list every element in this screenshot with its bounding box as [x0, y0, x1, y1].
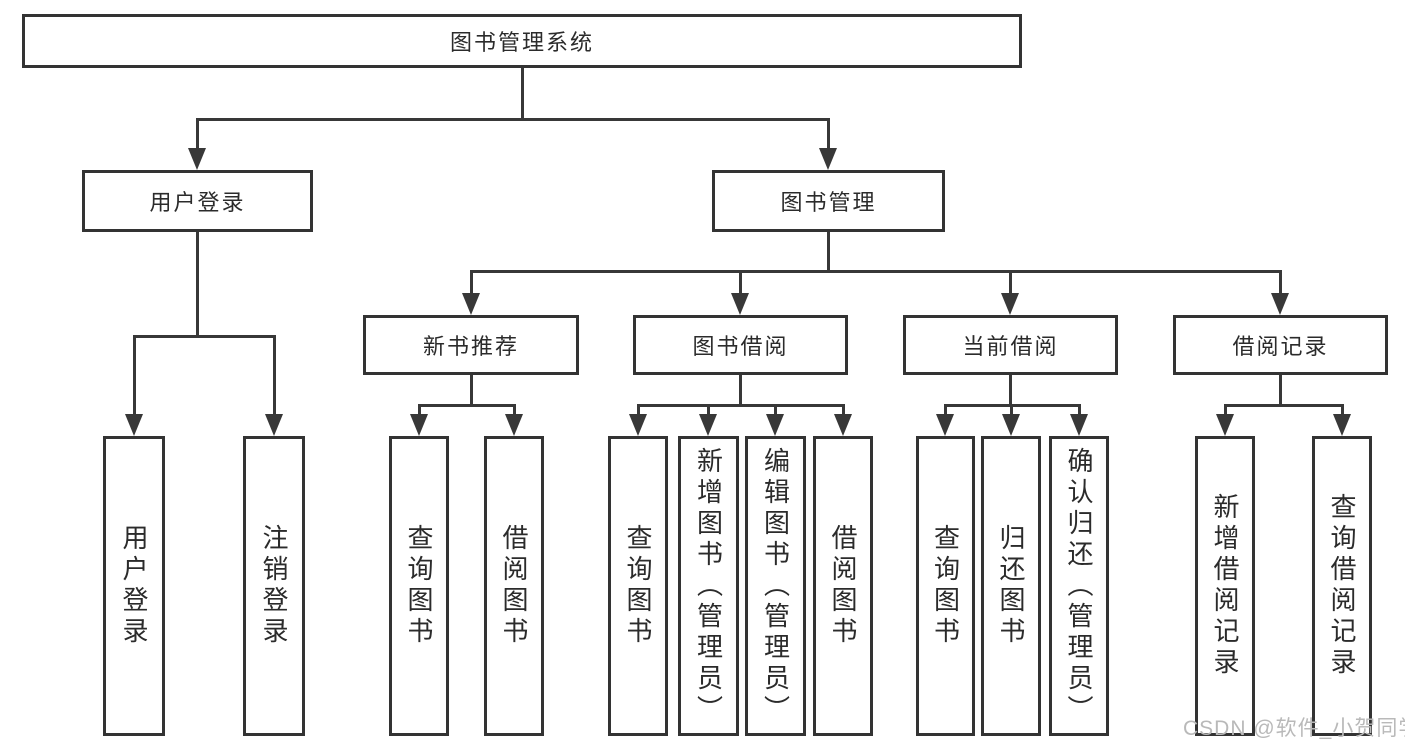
connector-vline: [739, 270, 742, 294]
leaf-query-books-current: 查询图书: [916, 436, 975, 736]
leaf-query-borrow-record-label: 查询借阅记录: [1327, 493, 1357, 679]
connector-hline: [1224, 404, 1344, 407]
connector-vline: [470, 270, 473, 294]
node-root-label: 图书管理系统: [449, 30, 594, 55]
leaf-add-borrow-record-label: 新增借阅记录: [1210, 493, 1240, 679]
leaf-borrow-books-recommend: 借阅图书: [484, 436, 544, 736]
leaf-edit-book-admin: 编辑图书（管理员）: [745, 436, 806, 736]
leaf-edit-book-admin-label: 编辑图书（管理员）: [760, 446, 791, 726]
connector-vline: [1078, 404, 1081, 415]
leaf-user-login: 用户登录: [103, 436, 165, 736]
connector-hline: [470, 270, 1282, 273]
arrow-down-icon: [410, 414, 428, 436]
leaf-add-borrow-record: 新增借阅记录: [1195, 436, 1255, 736]
node-root: 图书管理系统: [22, 14, 1022, 68]
connector-vline: [133, 335, 136, 415]
connector-vline: [1224, 404, 1227, 415]
arrow-down-icon: [1070, 414, 1088, 436]
arrow-down-icon: [629, 414, 647, 436]
leaf-query-books-recommend: 查询图书: [389, 436, 449, 736]
leaf-query-books-borrowing-label: 查询图书: [623, 524, 653, 648]
connector-vline: [418, 404, 421, 415]
watermark: CSDN @软件_小贺同学: [1183, 717, 1405, 740]
node-book-borrowing: 图书借阅: [633, 315, 848, 375]
connector-vline: [827, 118, 830, 150]
leaf-logout: 注销登录: [243, 436, 305, 736]
connector-vline: [196, 118, 199, 150]
arrow-down-icon: [1002, 414, 1020, 436]
connector-vline: [273, 335, 276, 415]
leaf-borrow-books-borrowing: 借阅图书: [813, 436, 873, 736]
connector-vline: [707, 404, 710, 415]
connector-vline: [1279, 375, 1282, 405]
connector-vline: [774, 404, 777, 415]
node-current-borrowing: 当前借阅: [903, 315, 1118, 375]
arrow-down-icon: [936, 414, 954, 436]
node-book-management-label: 图书管理: [780, 190, 877, 215]
arrow-down-icon: [819, 148, 837, 170]
leaf-confirm-return-admin-label: 确认归还（管理员）: [1064, 446, 1094, 726]
connector-vline: [470, 375, 473, 405]
arrow-down-icon: [1333, 414, 1351, 436]
node-new-book-recommendation-label: 新书推荐: [422, 334, 519, 359]
leaf-borrow-books-borrowing-label: 借阅图书: [828, 524, 858, 648]
leaf-add-book-admin-label: 新增图书（管理员）: [693, 446, 724, 726]
connector-hline: [196, 118, 830, 121]
arrow-down-icon: [699, 414, 717, 436]
connector-vline: [637, 404, 640, 415]
arrow-down-icon: [188, 148, 206, 170]
leaf-add-book-admin: 新增图书（管理员）: [678, 436, 739, 736]
arrow-down-icon: [125, 414, 143, 436]
connector-vline: [1279, 270, 1282, 294]
node-user-login-label: 用户登录: [149, 190, 246, 215]
leaf-confirm-return-admin: 确认归还（管理员）: [1049, 436, 1109, 736]
node-new-book-recommendation: 新书推荐: [363, 315, 579, 375]
connector-vline: [1009, 270, 1012, 294]
connector-vline: [1010, 404, 1013, 415]
arrow-down-icon: [1001, 293, 1019, 315]
arrow-down-icon: [505, 414, 523, 436]
leaf-borrow-books-recommend-label: 借阅图书: [499, 524, 529, 648]
arrow-down-icon: [766, 414, 784, 436]
connector-hline: [418, 404, 516, 407]
arrow-down-icon: [1271, 293, 1289, 315]
connector-hline: [637, 404, 845, 407]
connector-vline: [1341, 404, 1344, 415]
node-book-management: 图书管理: [712, 170, 945, 232]
node-current-borrowing-label: 当前借阅: [962, 334, 1059, 359]
node-borrowing-records: 借阅记录: [1173, 315, 1388, 375]
connector-vline: [842, 404, 845, 415]
arrow-down-icon: [731, 293, 749, 315]
connector-hline: [133, 335, 276, 338]
arrow-down-icon: [265, 414, 283, 436]
connector-vline: [521, 68, 524, 119]
arrow-down-icon: [462, 293, 480, 315]
connector-vline: [1009, 375, 1012, 405]
leaf-return-books: 归还图书: [981, 436, 1041, 736]
leaf-logout-label: 注销登录: [259, 524, 289, 648]
connector-vline: [944, 404, 947, 415]
arrow-down-icon: [1216, 414, 1234, 436]
leaf-user-login-label: 用户登录: [119, 524, 149, 648]
node-borrowing-records-label: 借阅记录: [1232, 334, 1329, 359]
leaf-query-books-borrowing: 查询图书: [608, 436, 668, 736]
leaf-return-books-label: 归还图书: [996, 524, 1026, 648]
connector-vline: [513, 404, 516, 415]
connector-vline: [739, 375, 742, 405]
connector-vline: [196, 232, 199, 336]
leaf-query-books-current-label: 查询图书: [930, 524, 961, 648]
leaf-query-borrow-record: 查询借阅记录: [1312, 436, 1372, 736]
connector-vline: [827, 232, 830, 271]
node-user-login: 用户登录: [82, 170, 313, 232]
node-book-borrowing-label: 图书借阅: [692, 334, 789, 359]
arrow-down-icon: [834, 414, 852, 436]
leaf-query-books-recommend-label: 查询图书: [404, 524, 434, 648]
